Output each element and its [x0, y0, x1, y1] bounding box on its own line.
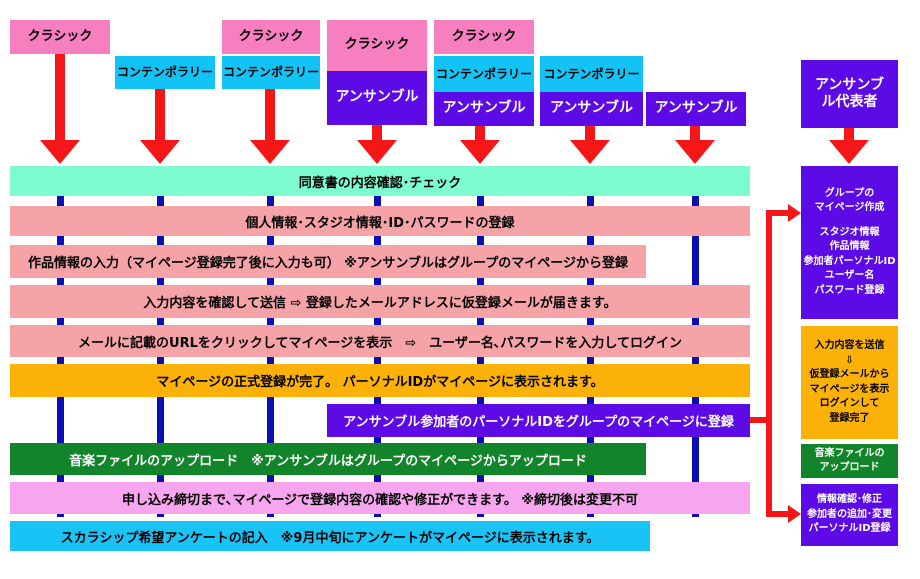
side-text: マイページを表示 — [809, 383, 890, 395]
category-classic-3: クラシック — [327, 20, 427, 71]
step-ensemble-personal-id: アンサンブル参加者のパーソナルIDをグループのマイページに登録 — [327, 404, 750, 437]
step-label: 個人情報･スタジオ情報･ID･パスワードの登録 — [245, 215, 515, 231]
step-work-info-input: 作品情報の入力（マイページ登録完了後に入力も可） ※アンサンブルはグループのマイ… — [10, 245, 646, 278]
step-label: スカラシップ希望アンケートの記入 ※9月中旬にアンケートがマイページに表示されま… — [60, 530, 600, 546]
side-info-edit: 情報確認･修正 参加者の追加･変更 パーソナルID登録 — [801, 484, 898, 546]
category-classic-2: クラシック — [222, 20, 320, 54]
category-ensemble-4: アンサンブル — [646, 92, 746, 126]
step-label: 音楽ファイルのアップロード ※アンサンブルはグループのマイページからアップロード — [69, 453, 587, 469]
side-music-upload: 音楽ファイルの アップロード — [801, 444, 898, 478]
step-personal-info-registration: 個人情報･スタジオ情報･ID･パスワードの登録 — [10, 206, 750, 236]
category-contemporary-4: コンテンポラリー — [540, 56, 643, 92]
side-text: ログインして — [819, 398, 880, 409]
side-text: パーソナルID登録 — [808, 523, 891, 535]
step-edit-until-deadline: 申し込み締切まで､マイページで登録内容の確認や修正ができます。 ※締切後は変更不… — [10, 482, 750, 514]
step-mypage-registration-complete: マイページの正式登録が完了。 パーソナルIDがマイページに表示されます。 — [10, 364, 750, 397]
step-open-mypage-login: メールに記載のURLをクリックしてマイページを表示 ⇨ ユーザー名､パスワードを… — [10, 325, 750, 357]
side-text: マイページ作成 — [814, 202, 885, 214]
step-scholarship-survey: スカラシップ希望アンケートの記入 ※9月中旬にアンケートがマイページに表示されま… — [10, 521, 650, 551]
category-ensemble-2: アンサンブル — [434, 92, 534, 126]
side-text: 作品情報 — [829, 241, 870, 253]
side-group-mypage-creation: グループの マイページ作成 スタジオ情報 作品情報 参加者パーソナルID ユーザ… — [801, 166, 898, 319]
side-text: パスワード登録 — [814, 284, 885, 296]
category-contemporary-2: コンテンポラリー — [222, 56, 320, 89]
step-music-upload: 音楽ファイルのアップロード ※アンサンブルはグループのマイページからアップロード — [10, 443, 646, 475]
side-text: 入力内容を送信 — [814, 340, 885, 351]
category-ensemble-representative: アンサンブル代表者 — [801, 60, 898, 128]
step-label: 作品情報の入力（マイページ登録完了後に入力も可） ※アンサンブルはグループのマイ… — [28, 256, 628, 271]
side-text: グループの — [824, 187, 875, 199]
category-ensemble-3: アンサンブル — [540, 92, 643, 126]
side-text: 参加者の追加･変更 — [807, 508, 892, 520]
side-submit-and-complete: 入力内容を送信 ⇩ 仮登録メールから マイページを表示 ログインして 登録完了 — [801, 326, 898, 439]
step-consent-check: 同意書の内容確認･チェック — [10, 166, 750, 196]
side-text: 参加者パーソナルID — [803, 255, 896, 267]
side-text: スタジオ情報 — [819, 226, 880, 238]
side-text: 情報確認･修正 — [817, 494, 882, 506]
side-text: アップロード — [819, 462, 880, 473]
category-classic-1: クラシック — [10, 20, 110, 54]
category-contemporary-1: コンテンポラリー — [115, 56, 215, 89]
step-submit-confirmation: 入力内容を確認して送信 ⇨ 登録したメールアドレスに仮登録メールが届きます。 — [10, 285, 750, 318]
step-label: 同意書の内容確認･チェック — [298, 175, 462, 191]
side-text: 音楽ファイルの — [814, 447, 885, 459]
step-label: アンサンブル参加者のパーソナルIDをグループのマイページに登録 — [343, 415, 734, 430]
category-ensemble-1: アンサンブル — [327, 71, 427, 125]
step-label: 申し込み締切まで､マイページで登録内容の確認や修正ができます。 ※締切後は変更不… — [121, 492, 639, 508]
category-contemporary-3: コンテンポラリー — [434, 56, 534, 92]
side-text: 登録完了 — [829, 412, 870, 424]
step-label: 入力内容を確認して送信 ⇨ 登録したメールアドレスに仮登録メールが届きます。 — [143, 296, 617, 311]
side-text: ユーザー名 — [824, 270, 875, 282]
step-label: マイページの正式登録が完了。 パーソナルIDがマイページに表示されます。 — [156, 375, 604, 390]
side-text: 仮登録メールから — [809, 369, 890, 380]
category-classic-4: クラシック — [434, 20, 534, 54]
side-text: ⇩ — [845, 354, 854, 366]
step-label: メールに記載のURLをクリックしてマイページを表示 ⇨ ユーザー名､パスワードを… — [78, 335, 682, 351]
